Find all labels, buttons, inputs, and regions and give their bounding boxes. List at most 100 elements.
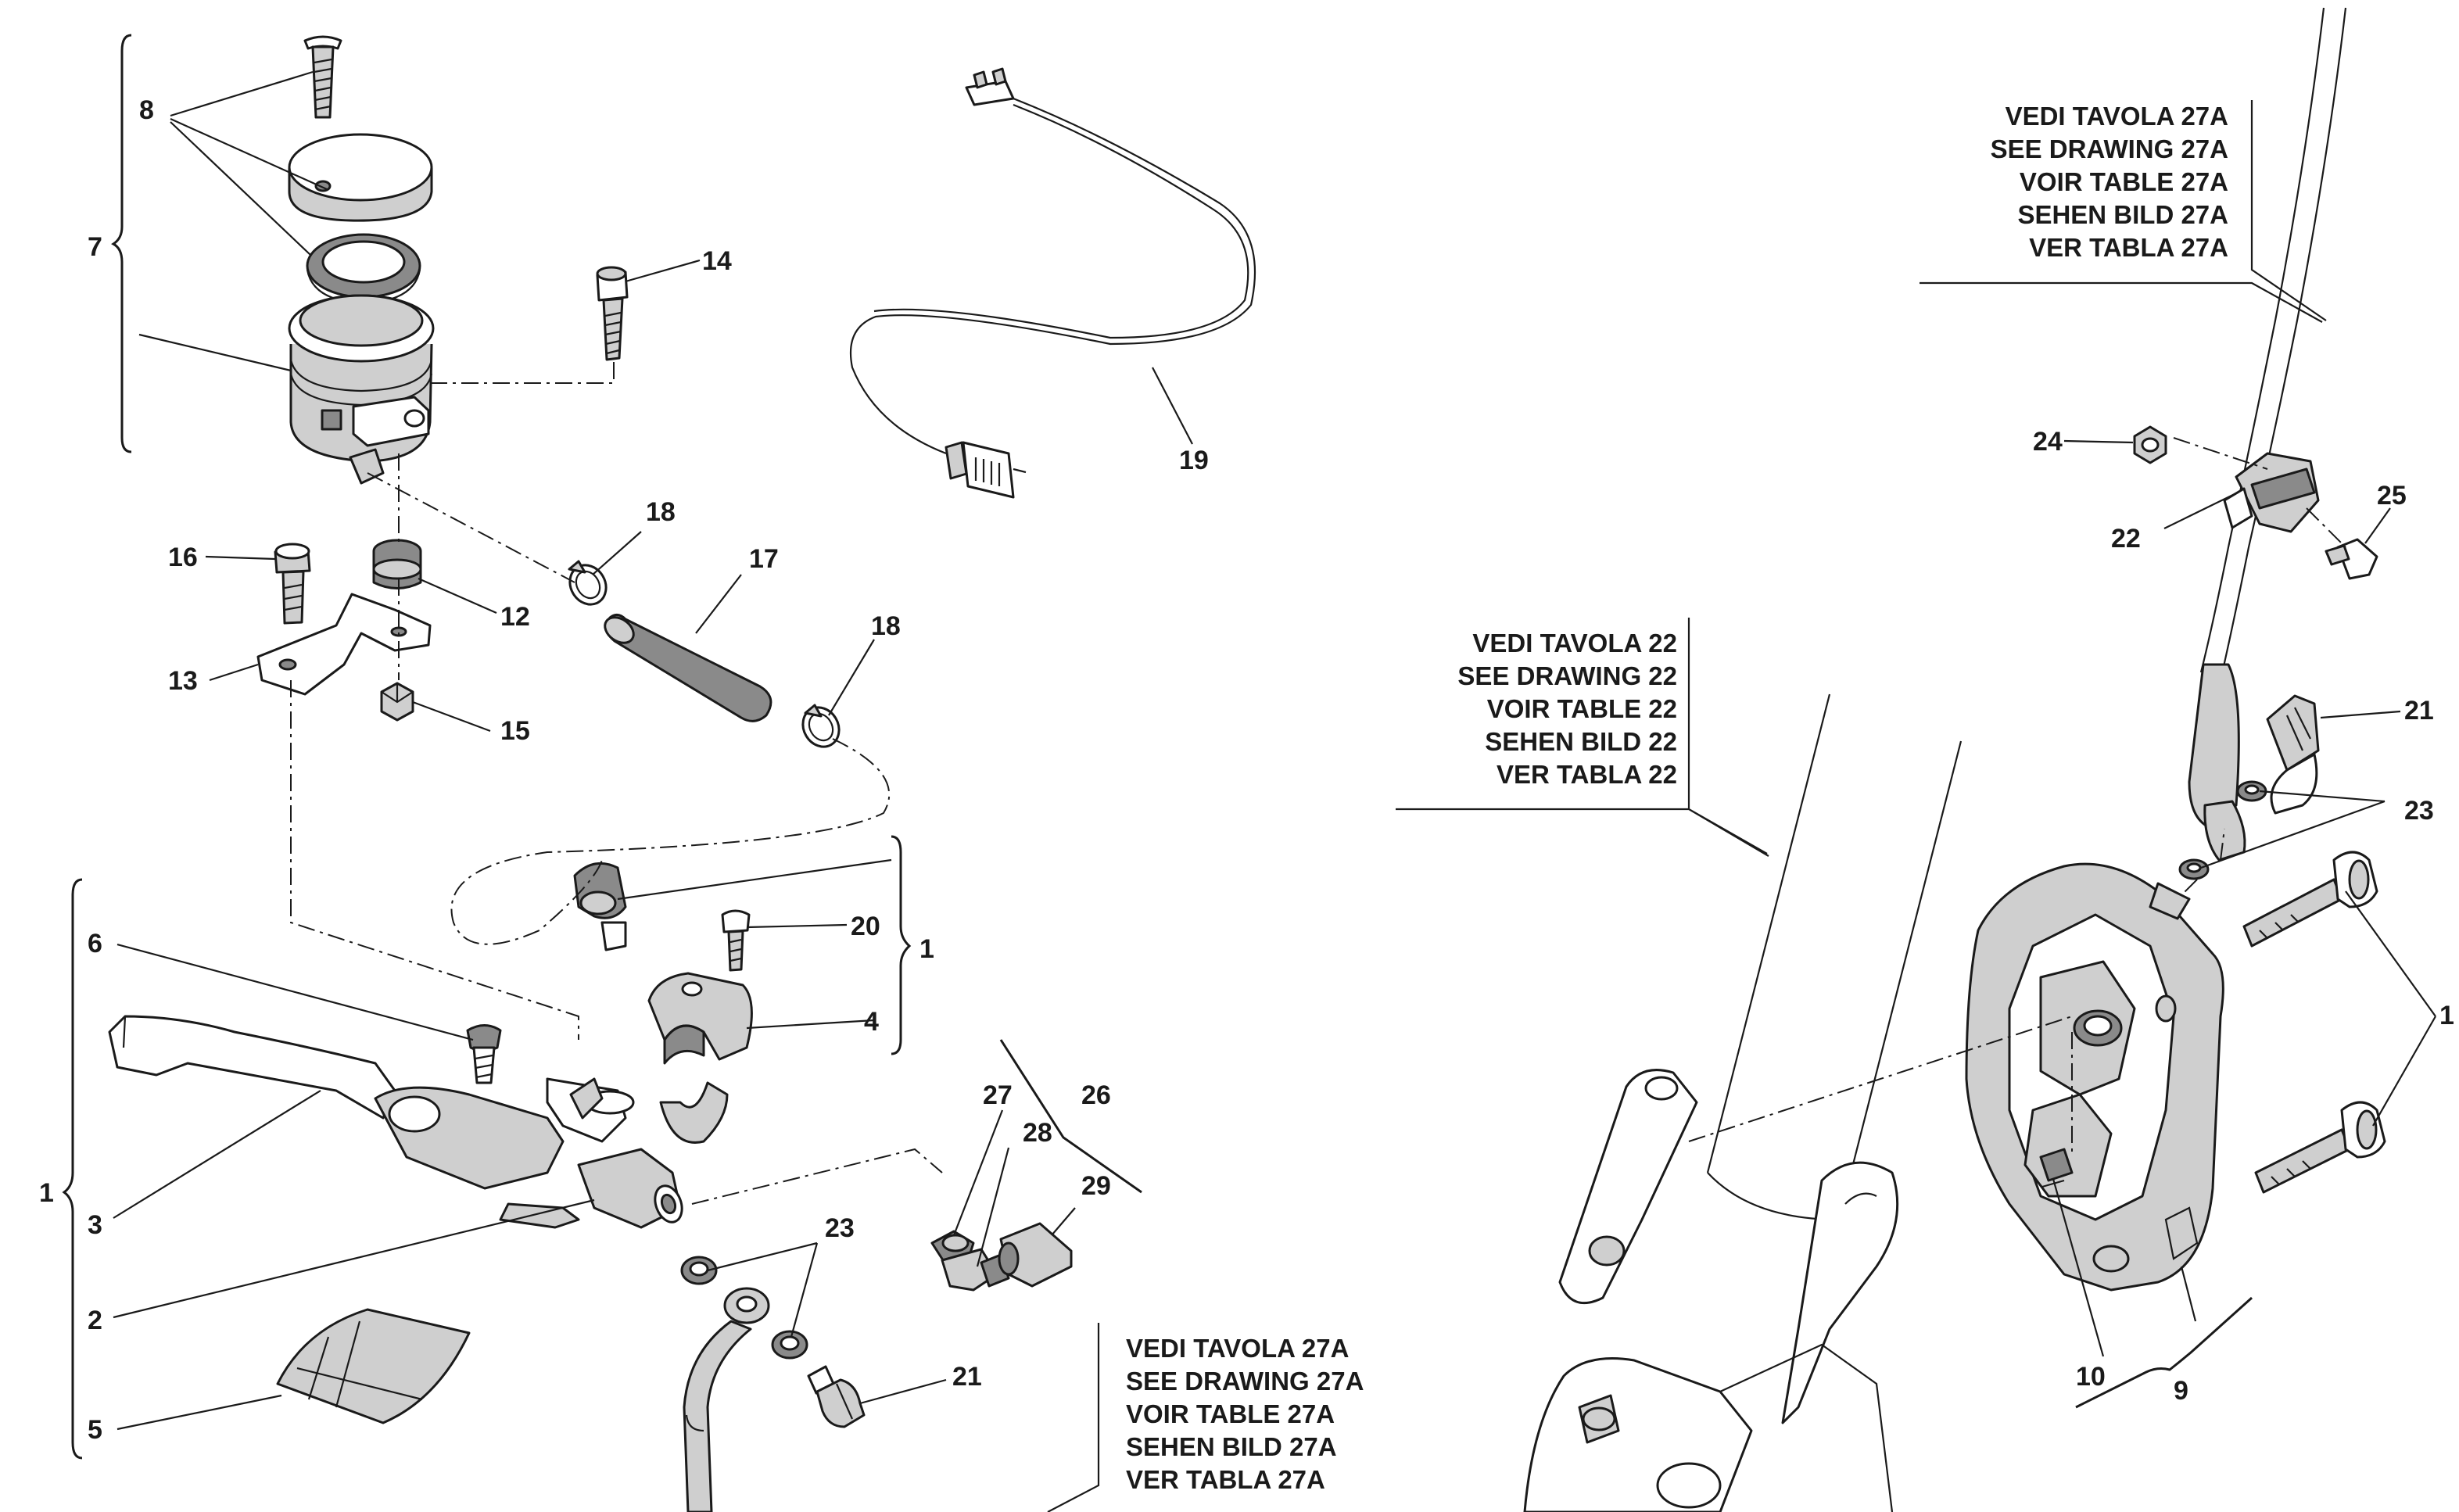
part-13-bracket <box>256 593 432 696</box>
ref-bottom-line-5: VER TABLA 27A <box>1126 1465 1325 1494</box>
callout-14: 14 <box>702 246 732 276</box>
part-8-gasket <box>306 233 421 305</box>
part-6-screw <box>466 1024 502 1084</box>
callout-18-b: 18 <box>871 611 901 641</box>
callout-28: 28 <box>1023 1118 1052 1148</box>
assembly-lines <box>290 360 2346 1205</box>
ref-top-right-line-2: SEE DRAWING 27A <box>1991 134 2228 163</box>
part-banjo-hose-left <box>683 1287 770 1512</box>
part-28-fitting <box>941 1248 1010 1292</box>
part-23-washer-c <box>2236 780 2267 802</box>
reference-note-top-right: VEDI TAVOLA 27A SEE DRAWING 27A VOIR TAB… <box>1991 102 2228 262</box>
callout-23-a: 23 <box>825 1213 855 1243</box>
bracket-9 <box>2075 1296 2253 1409</box>
banjo-group-right <box>2133 7 2378 880</box>
reference-note-middle: VEDI TAVOLA 22 SEE DRAWING 22 VOIR TABLE… <box>1457 629 1677 789</box>
part-17-hose <box>604 614 772 722</box>
bracket-1-small <box>891 835 912 1055</box>
ref-middle-line-5: VER TABLA 22 <box>1497 760 1677 789</box>
part-15-nut <box>380 682 414 722</box>
part-21-bolt-right <box>2266 694 2320 815</box>
group-brackets <box>62 34 2253 1460</box>
callout-1-small: 1 <box>919 934 934 964</box>
part-7-reservoir <box>288 294 435 485</box>
callout-23-b: 23 <box>2404 796 2434 826</box>
bracket-26 <box>999 1039 1142 1194</box>
part-11-bolt-a <box>2242 851 2378 948</box>
part-8-screw <box>303 35 342 119</box>
bracket-1-large <box>62 878 83 1460</box>
ref-middle-line-3: VOIR TABLE 22 <box>1487 694 1677 723</box>
callout-5: 5 <box>88 1415 102 1445</box>
callout-19: 19 <box>1179 446 1209 475</box>
part-18-clip-a <box>568 560 608 606</box>
part-4-clamp-lower <box>659 1081 729 1144</box>
callout-26: 26 <box>1081 1080 1111 1110</box>
part-1-fitting <box>573 862 627 951</box>
part-5-packet <box>276 1308 471 1424</box>
part-29-cap <box>998 1222 1073 1288</box>
ref-middle-line-2: SEE DRAWING 22 <box>1457 661 1677 690</box>
callout-25: 25 <box>2377 481 2407 511</box>
callout-6: 6 <box>88 929 102 958</box>
ref-top-right-line-4: SEHEN BILD 27A <box>2017 200 2228 229</box>
part-16-bolt <box>274 543 311 625</box>
part-3-lever <box>108 1015 396 1120</box>
part-23-washer-a <box>680 1256 718 1285</box>
master-cylinder-group <box>108 862 753 1424</box>
callout-11: 1 <box>2439 1001 2454 1030</box>
part-23-washer-b <box>771 1330 808 1360</box>
part-19-switch-cable <box>849 67 1256 499</box>
callout-9: 9 <box>2174 1376 2188 1406</box>
callout-10: 10 <box>2076 1362 2106 1392</box>
part-4-clamp <box>647 972 753 1065</box>
ref-bottom-leader <box>1047 1323 1100 1512</box>
callout-22: 22 <box>2111 524 2141 554</box>
ref-bottom-line-3: VOIR TABLE 27A <box>1126 1399 1335 1428</box>
ref-middle-leader <box>1396 618 1769 857</box>
reference-leaders <box>1047 100 2327 1512</box>
fork-group <box>1523 693 1963 1512</box>
callout-21-a: 21 <box>952 1362 982 1392</box>
callout-29: 29 <box>1081 1171 1111 1201</box>
callout-15: 15 <box>500 716 530 746</box>
banjo-group-left <box>680 1222 1073 1512</box>
callout-27: 27 <box>983 1080 1013 1110</box>
callout-7: 7 <box>88 232 102 262</box>
reference-note-bottom: VEDI TAVOLA 27A SEE DRAWING 27A VOIR TAB… <box>1126 1334 1364 1494</box>
ref-bottom-line-2: SEE DRAWING 27A <box>1126 1367 1364 1396</box>
bracket-7 <box>111 34 132 453</box>
callout-17: 17 <box>749 544 779 574</box>
part-23-washer-d <box>2178 858 2210 880</box>
part-22-clamp <box>2223 452 2320 533</box>
callout-1-large: 1 <box>39 1178 54 1208</box>
callout-20: 20 <box>851 912 880 941</box>
part-20-screw <box>721 909 751 972</box>
ref-top-right-line-5: VER TABLA 27A <box>2029 233 2228 262</box>
callout-8: 8 <box>139 95 154 125</box>
part-8-cap <box>288 133 433 222</box>
part-12-grommet <box>372 539 422 589</box>
bracket-group <box>256 539 432 722</box>
callout-numbers: 8 7 14 18 17 18 16 12 13 15 19 6 20 1 4 … <box>39 95 2454 1445</box>
callout-21-b: 21 <box>2404 696 2434 726</box>
ref-top-right-leader <box>1920 100 2327 323</box>
callout-3: 3 <box>88 1210 102 1240</box>
callout-24: 24 <box>2033 427 2063 457</box>
part-18-clip-b <box>801 704 841 748</box>
ref-bottom-line-1: VEDI TAVOLA 27A <box>1126 1334 1349 1363</box>
ref-middle-line-1: VEDI TAVOLA 22 <box>1472 629 1677 657</box>
part-10-pads <box>2041 1179 2065 1188</box>
part-25-bolt <box>2325 538 2378 580</box>
ref-bottom-line-4: SEHEN BILD 27A <box>1126 1432 1337 1461</box>
part-14-screw <box>596 266 629 361</box>
part-21-bolt-left <box>807 1365 866 1428</box>
leader-lines <box>113 70 2436 1431</box>
ref-top-right-line-1: VEDI TAVOLA 27A <box>2006 102 2228 131</box>
callout-4: 4 <box>864 1007 879 1037</box>
reservoir-group <box>288 35 629 485</box>
callout-13: 13 <box>168 666 198 696</box>
hose-group <box>568 560 841 748</box>
ref-top-right-line-3: VOIR TABLE 27A <box>2020 167 2228 196</box>
